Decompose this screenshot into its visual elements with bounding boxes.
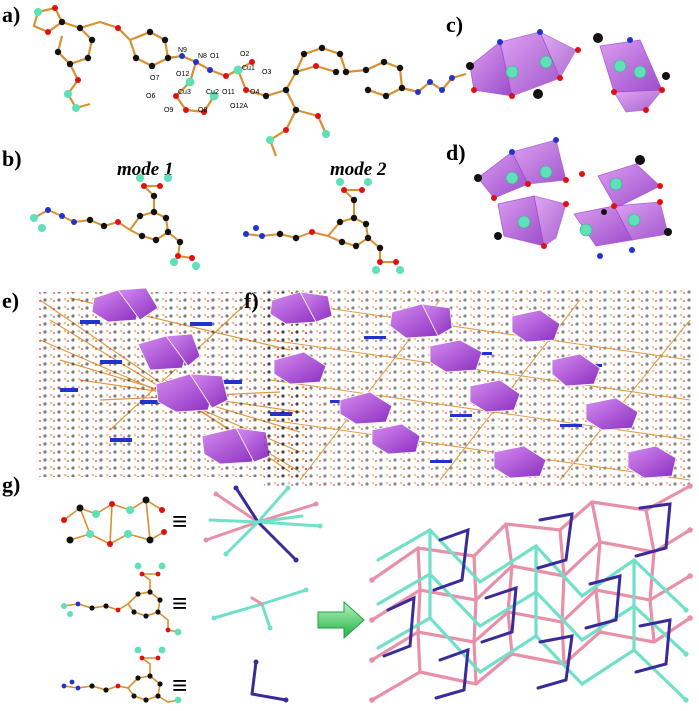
panel-g: g) ≡ (2, 472, 693, 704)
mode-1-atoms (30, 174, 200, 270)
ligand-mode-2-small-atoms (61, 646, 182, 704)
panel-label-f: f) (244, 288, 259, 313)
atom-label-o6: O6 (146, 93, 155, 100)
node-2-connected (250, 660, 288, 702)
panel-a-atoms (34, 5, 455, 144)
equiv-symbol-1: ≡ (172, 506, 187, 536)
ligand-mode-2-small (63, 657, 179, 703)
atom-label-o3: O3 (262, 69, 271, 76)
atom-label-n8: N8 (198, 53, 207, 60)
atom-label-o12a: O12A (230, 103, 248, 110)
atom-label-o9: O9 (164, 107, 173, 114)
node-3-endpoints (211, 587, 309, 631)
panel-label-d: d) (446, 140, 466, 165)
atom-label-o11: O11 (222, 89, 235, 96)
panel-f-framework (264, 290, 694, 486)
arrow-right-icon (317, 600, 365, 640)
panel-a-atom-labels: N9 N8 O1 O2 O7 O12 Cu1 O3 O6 Cu3 Cu2 O11… (146, 47, 271, 114)
panel-d-atoms (474, 137, 672, 259)
panel-a: a) (2, 2, 467, 157)
equiv-symbol-3: ≡ (172, 670, 187, 700)
ligand-mode-1-small-atoms (61, 562, 182, 636)
panel-label-e: e) (2, 288, 19, 313)
cluster-sbu-atoms (61, 496, 167, 547)
ligand-mode-1-small (63, 573, 179, 633)
equiv-symbol-2: ≡ (172, 588, 187, 618)
mode-1-label: mode 1 (117, 159, 173, 180)
mode-1-ligand (33, 185, 193, 259)
node-3-connected (212, 588, 308, 630)
mode-2-label: mode 2 (330, 159, 387, 180)
panel-c-atoms (466, 29, 670, 113)
mode-2-atoms (243, 178, 404, 274)
panel-e: e) (2, 287, 308, 477)
atom-label-o4: O4 (250, 89, 259, 96)
atom-label-o8: O8 (198, 107, 207, 114)
panel-label-c: c) (446, 12, 463, 37)
atom-label-o2: O2 (240, 51, 249, 58)
atom-label-cu2: Cu2 (206, 89, 219, 96)
panel-label-b: b) (2, 146, 22, 171)
panel-b: b) mode 1 mode 2 (2, 146, 404, 274)
atom-label-cu1: Cu1 (242, 65, 255, 72)
panel-label-a: a) (2, 2, 20, 27)
panel-e-framework (38, 287, 308, 477)
node-2-endpoints (253, 659, 289, 703)
panel-c-polyhedra (469, 31, 663, 113)
panel-d: d) (446, 137, 672, 259)
atom-label-n9: N9 (178, 47, 187, 54)
node-8-endpoints (203, 485, 323, 563)
panel-d-polyhedra (477, 139, 669, 247)
panel-a-structure (32, 6, 467, 157)
atom-label-o12: O12 (176, 71, 189, 78)
node-8-connected (204, 486, 322, 562)
atom-label-cu3: Cu3 (178, 89, 191, 96)
mode-2-ligand (245, 189, 396, 263)
topology-net (369, 483, 693, 703)
panel-f: f) (244, 288, 694, 486)
atom-label-o7: O7 (150, 75, 159, 82)
atom-label-o1: O1 (210, 53, 219, 60)
panel-label-g: g) (2, 472, 20, 497)
panel-c: c) (446, 12, 670, 113)
